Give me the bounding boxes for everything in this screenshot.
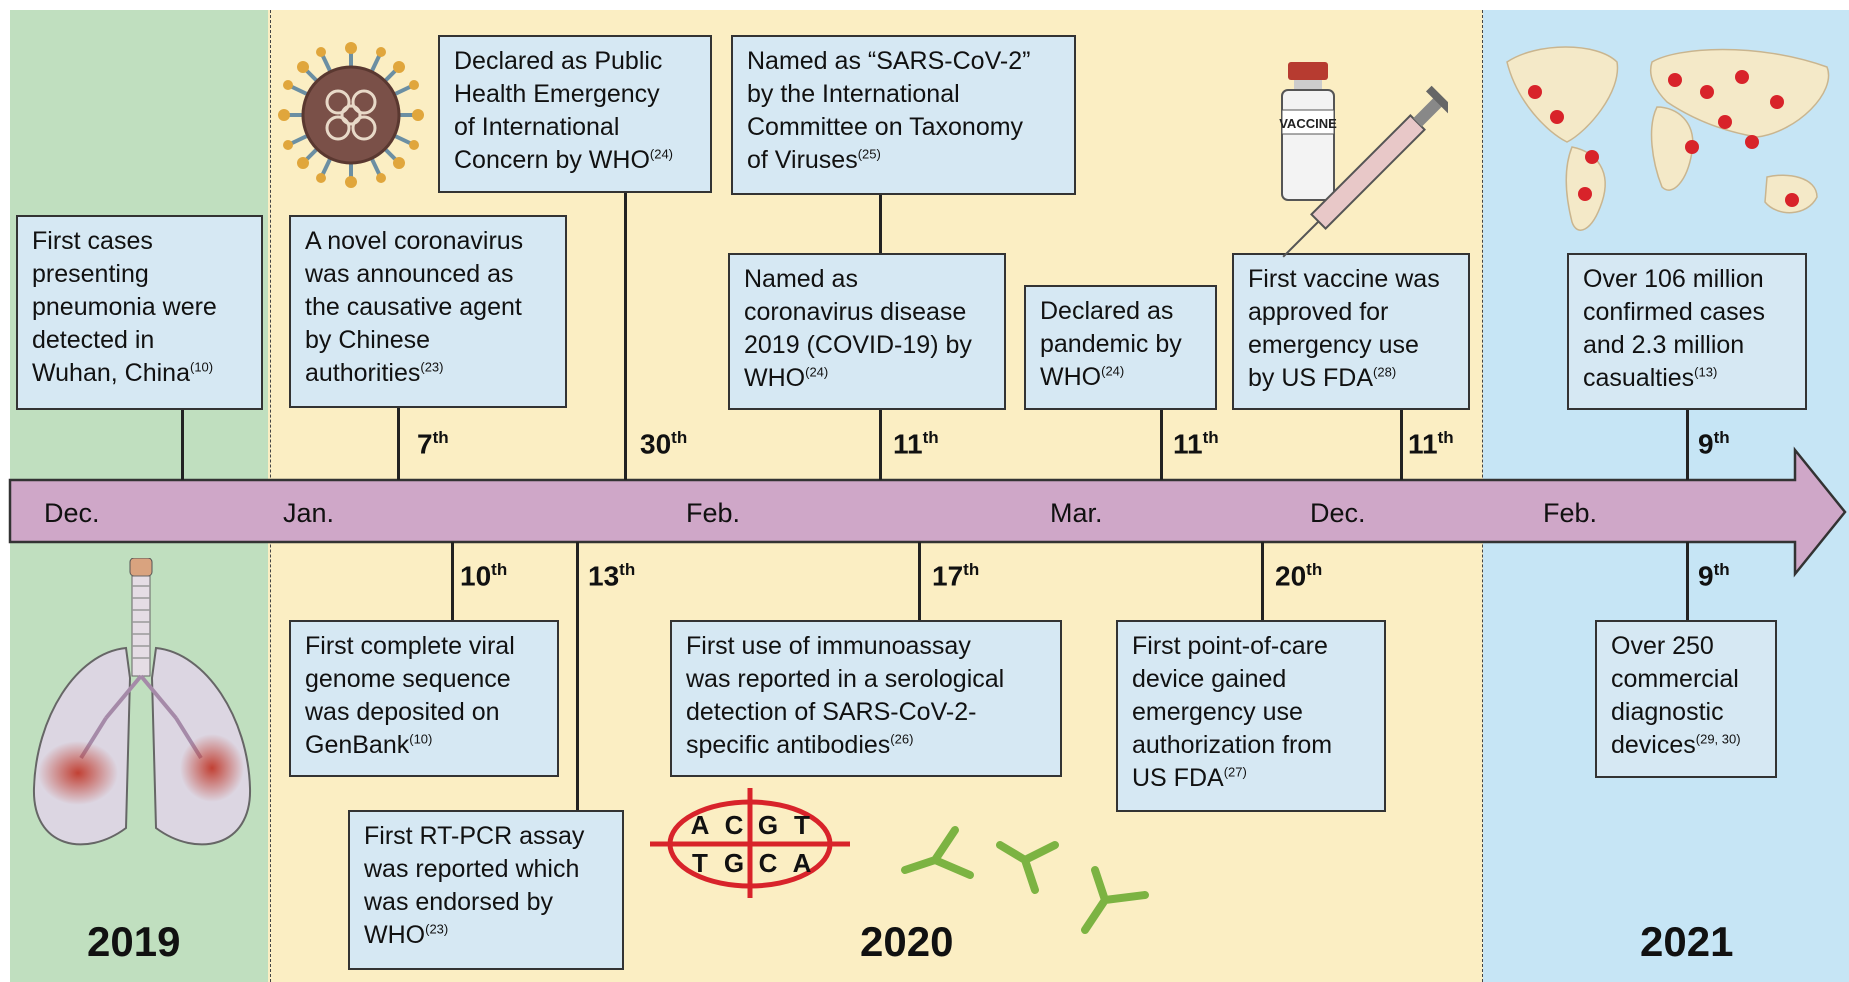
month-jan: Jan. (283, 498, 335, 528)
month-feb-2021: Feb. (1543, 498, 1598, 528)
date-label: 11th (1173, 428, 1219, 460)
virus-icon (278, 42, 424, 188)
dna-letter: T (794, 810, 810, 840)
date-label: 10th (460, 560, 508, 592)
dna-letter: G (724, 848, 744, 878)
month-mar: Mar. (1050, 498, 1103, 528)
antibody-icon (901, 826, 1149, 934)
month-dec-2020: Dec. (1310, 498, 1366, 528)
month-feb: Feb. (686, 498, 741, 528)
year-label-2020: 2020 (860, 918, 954, 965)
connector (879, 410, 882, 480)
date-label: 17th (932, 560, 980, 592)
date-label: 13th (588, 560, 636, 592)
date-label: 7th (417, 428, 449, 460)
date-label: 11th (893, 428, 939, 460)
date-label: 30th (640, 428, 688, 460)
connector (1686, 542, 1689, 620)
world-map-icon (1506, 46, 1830, 231)
dna-sequence-icon: A C G T T G C A (650, 788, 850, 898)
dna-letter: G (758, 810, 778, 840)
connector (181, 410, 184, 480)
date-label: 20th (1275, 560, 1323, 592)
dna-letter: C (759, 848, 778, 878)
year-label-2021: 2021 (1640, 918, 1734, 965)
month-dec-2019: Dec. (44, 498, 100, 528)
date-label: 9th (1698, 428, 1730, 460)
connector (451, 542, 454, 620)
dna-letter: C (725, 810, 744, 840)
connector (918, 542, 921, 620)
connector (1261, 542, 1264, 620)
connector (576, 542, 579, 810)
connector (1400, 410, 1403, 480)
connector (397, 408, 400, 480)
vaccine-syringe-icon: VACCINE (1279, 62, 1448, 258)
lungs-icon (32, 558, 252, 846)
year-label-2019: 2019 (87, 918, 181, 965)
date-label: 11th (1408, 428, 1454, 460)
event-box-sars-cov-2-name: Named as “SARS-CoV-2”by the Internationa… (731, 35, 1076, 195)
date-label: 9th (1698, 560, 1730, 592)
dna-letter: T (692, 848, 708, 878)
connector (879, 195, 882, 253)
connector (1160, 410, 1163, 480)
vaccine-label: VACCINE (1279, 116, 1337, 131)
connector (624, 192, 627, 480)
dna-letter: A (691, 810, 710, 840)
connector (1686, 410, 1689, 480)
dna-letter: A (793, 848, 812, 878)
